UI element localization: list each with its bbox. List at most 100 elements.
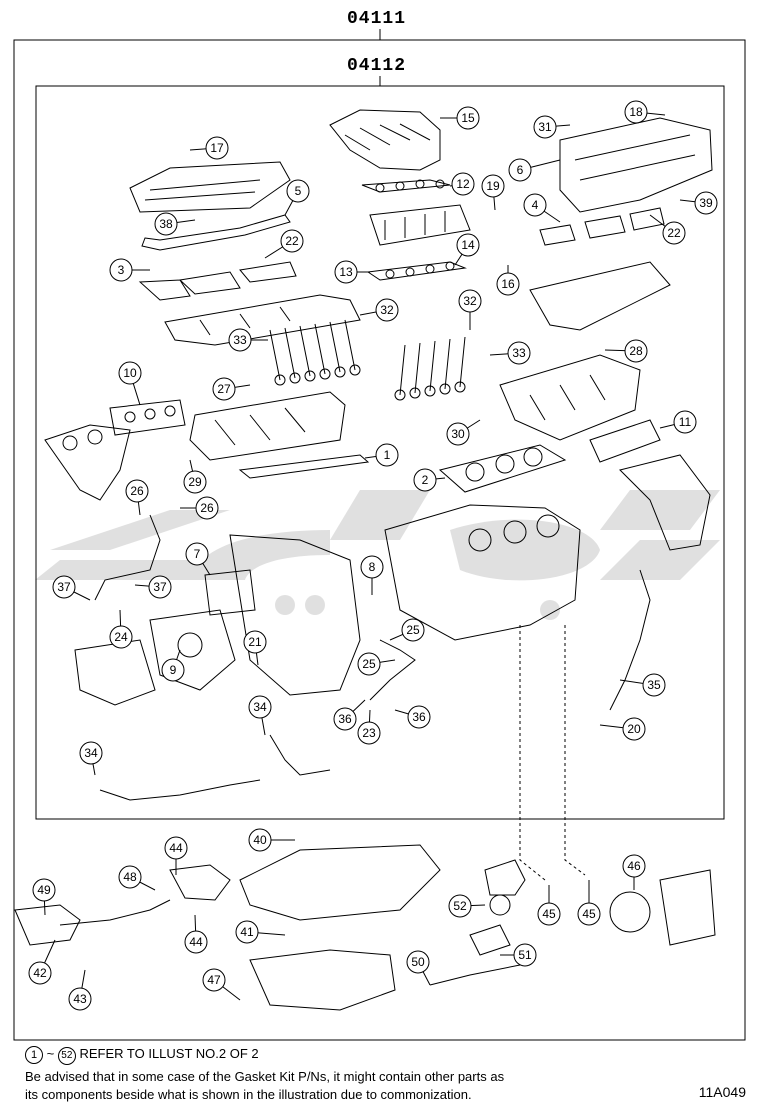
callout-number: 36 (412, 710, 426, 724)
callout-circle (109, 258, 133, 282)
callout-circle (458, 289, 482, 313)
callout-45: 45 (537, 885, 561, 926)
callout-24: 24 (109, 609, 133, 649)
callout-circle (248, 828, 272, 852)
callout-number: 11 (679, 415, 692, 429)
timing-cover-drawing (229, 534, 361, 696)
right-cam-cover-drawing (559, 117, 713, 213)
callout-52: 52 (448, 894, 486, 918)
callout-31: 31 (533, 115, 571, 139)
callout-13: 13 (334, 260, 370, 284)
callout-number: 43 (73, 992, 87, 1006)
left-valves-drawing (269, 319, 361, 386)
callout-49: 49 (32, 878, 56, 916)
callout-38: 38 (154, 212, 196, 236)
callout-number: 10 (123, 366, 137, 380)
callout-27: 27 (212, 377, 251, 401)
intake-manifold-lower-drawing (369, 204, 471, 246)
callout-11: 11 (659, 410, 697, 434)
callout-circle (183, 470, 207, 494)
callout-number: 12 (456, 177, 470, 191)
callout-41: 41 (235, 920, 286, 944)
callout-circle (212, 377, 236, 401)
callout-circle (195, 496, 219, 520)
callout-circle (228, 328, 252, 352)
callout-circle (357, 721, 381, 745)
callout-circle (235, 920, 259, 944)
callout-20: 20 (599, 717, 646, 741)
callout-number: 27 (217, 382, 231, 396)
callout-circle (248, 695, 272, 719)
callout-33: 33 (228, 328, 268, 352)
callout-number: 22 (667, 226, 681, 240)
water-inlet-housing-drawing (14, 899, 171, 946)
callout-number: 33 (512, 346, 526, 360)
right-cam-housing-drawing (529, 261, 671, 331)
callout-43: 43 (68, 969, 92, 1011)
callout-number: 37 (153, 580, 167, 594)
callout-number: 17 (210, 141, 224, 155)
callout-number: 23 (362, 726, 376, 740)
callout-number: 45 (542, 907, 556, 921)
callout-36: 36 (394, 705, 431, 729)
right-valves-drawing (394, 336, 466, 401)
callout-36: 36 (333, 699, 366, 731)
callout-37: 37 (52, 575, 91, 601)
callout-circle (205, 136, 229, 160)
watermark-logo (35, 490, 720, 620)
callout-26: 26 (125, 479, 149, 516)
rear-oil-seal-drawing (609, 869, 716, 946)
callout-circle (624, 100, 648, 124)
callout-number: 25 (362, 657, 376, 671)
callout-circle (673, 410, 697, 434)
callout-number: 1 (384, 448, 391, 462)
callout-circle (161, 658, 185, 682)
oil-cooler-pipe-drawing (369, 639, 416, 701)
callout-number: 34 (253, 700, 267, 714)
oil-pan-lower-drawing (249, 949, 396, 1011)
callout-circle (202, 968, 226, 992)
callout-circle (79, 741, 103, 765)
callout-26: 26 (180, 496, 219, 520)
callout-5: 5 (284, 179, 310, 216)
callout-circle (375, 298, 399, 322)
callout-circle (32, 878, 56, 902)
callout-number: 45 (582, 907, 596, 921)
callout-29: 29 (183, 459, 207, 494)
callout-number: 34 (84, 746, 98, 760)
callout-21: 21 (243, 630, 267, 666)
intake-gasket-12-drawing (361, 179, 451, 193)
oil-level-gauge-drawing (609, 569, 651, 711)
egr-pipe-drawing (429, 924, 521, 986)
callout-number: 33 (233, 333, 247, 347)
callout-circle (642, 673, 666, 697)
water-bypass-pipe-drawing (94, 514, 161, 601)
callout-circle (533, 115, 557, 139)
callout-4: 4 (523, 193, 561, 223)
intake-gasket-13-drawing (366, 261, 467, 281)
callout-7: 7 (185, 542, 211, 576)
callout-19: 19 (481, 174, 505, 211)
water-outlet-drawing (169, 864, 231, 901)
illustration-code: 11A049 (698, 1084, 746, 1100)
right-exhaust-manifold-drawing (619, 454, 711, 551)
leader-dashes-45 (519, 625, 586, 881)
left-cam-housing-drawing (164, 294, 361, 346)
callout-circle (118, 865, 142, 889)
callout-circle (118, 361, 142, 385)
callout-circle (406, 950, 430, 974)
callout-circle (286, 179, 310, 203)
outer-kit-code: 04111 (347, 9, 407, 29)
callout-9: 9 (161, 649, 185, 682)
callout-17: 17 (189, 136, 229, 160)
callout-circle (456, 106, 480, 130)
callout-circle (537, 902, 561, 926)
callout-circle (448, 894, 472, 918)
callout-circle (507, 341, 531, 365)
callout-number: 32 (380, 303, 394, 317)
callout-18: 18 (624, 100, 666, 124)
callout-number: 16 (501, 277, 515, 291)
right-exhaust-gasket-drawing (589, 419, 661, 463)
callout-number: 49 (37, 883, 51, 897)
left-cylinder-head-drawing (189, 391, 346, 461)
